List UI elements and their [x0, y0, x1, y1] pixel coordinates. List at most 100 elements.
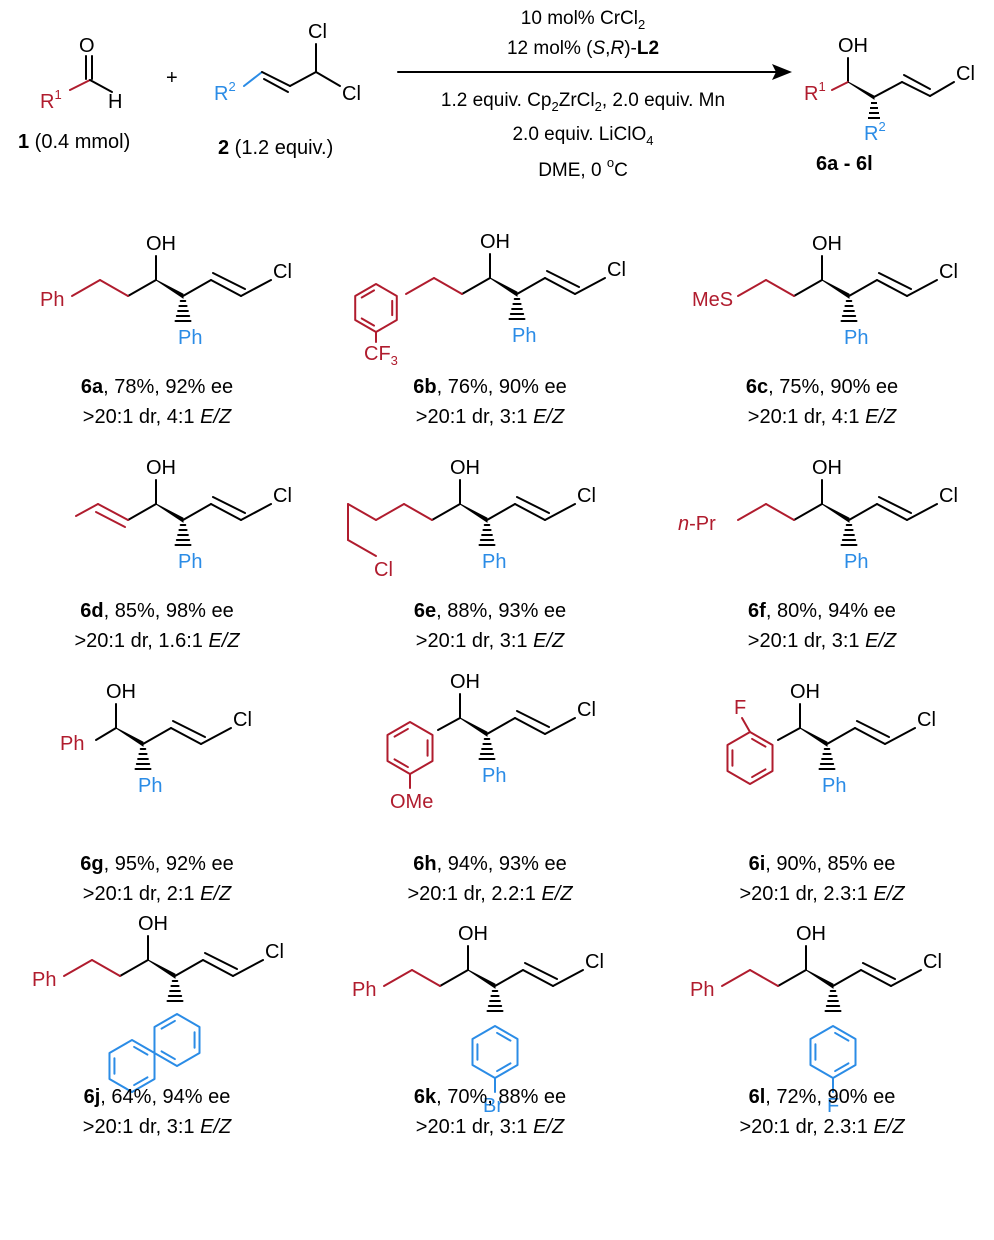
bond [232, 959, 264, 977]
bond [240, 279, 272, 297]
bromo-label: Br [483, 1095, 503, 1117]
atom-chlorine: Cl [607, 259, 626, 281]
bond [524, 962, 558, 980]
bond [496, 1062, 512, 1073]
hydroxyl-label: OH [838, 35, 868, 57]
caption-selectivity: >20:1 dr, 3:1 E/Z [416, 630, 565, 652]
bond [437, 717, 461, 731]
atom-chlorine: Cl [273, 261, 292, 283]
benzene-ring [354, 283, 398, 333]
benzene-ring [108, 1039, 156, 1093]
caption-yield: 6g, 95%, 92% ee [80, 853, 233, 875]
wedge-bond [467, 969, 496, 989]
reaction-conditions: 10 mol% CrCl2 12 mol% (S,R)-L2 1.2 equiv… [441, 8, 725, 181]
trifluoromethyl-label: CF3 [364, 343, 398, 368]
bond [793, 503, 823, 521]
wedge-bond [459, 503, 488, 523]
bond [862, 962, 896, 980]
bond [75, 503, 99, 517]
atom-chlorine: Cl [917, 709, 936, 731]
wedge-bond [805, 969, 834, 989]
bond [721, 969, 751, 987]
bond [552, 969, 584, 987]
propyl-label: n-Pr [678, 513, 716, 535]
caption-selectivity: >20:1 dr, 2.3:1 E/Z [739, 1116, 905, 1138]
wedge-bond [459, 717, 488, 737]
bond [375, 503, 405, 521]
caption-yield: 6e, 88%, 93% ee [414, 600, 566, 622]
bond [741, 717, 751, 733]
condition-line-4: 2.0 equiv. LiClO4 [512, 124, 653, 148]
bond [884, 727, 916, 745]
hydroxyl-label: OH [450, 671, 480, 693]
caption-yield: 6h, 94%, 93% ee [413, 853, 566, 875]
bond [91, 959, 121, 977]
bond [848, 503, 878, 521]
hydroxyl-label: OH [796, 923, 826, 945]
caption-yield: 6c, 75%, 90% ee [746, 376, 898, 398]
bond [544, 277, 576, 295]
wedge-bond [155, 503, 184, 523]
caption-6d: 6d, 85%, 98% ee>20:1 dr, 1.6:1 E/Z [74, 600, 240, 652]
bond [749, 969, 779, 987]
condition-line-3: 1.2 equiv. Cp2ZrCl2, 2.0 equiv. Mn [441, 90, 725, 114]
bond [210, 503, 242, 521]
bond [876, 503, 908, 521]
wedge-bond [155, 279, 184, 299]
bond [405, 277, 435, 295]
bond [751, 737, 767, 748]
reagent-dichloride: R2 Cl Cl 2 (1.2 equiv.) [214, 21, 361, 159]
phenyl-r2-label: Ph [178, 551, 202, 573]
bond [393, 758, 409, 769]
fluoro-r1-label: F [734, 697, 746, 719]
atom-chlorine: Cl [939, 261, 958, 283]
atom-oxygen: O [79, 35, 95, 57]
atom-chlorine: Cl [939, 485, 958, 507]
atom-chlorine: Cl [265, 941, 284, 963]
bond [906, 503, 938, 521]
caption-yield: 6b, 76%, 90% ee [413, 376, 566, 398]
bond [360, 317, 376, 327]
bond [133, 1076, 149, 1087]
bond [544, 503, 576, 521]
bond [832, 969, 862, 987]
wedge-bond [115, 727, 144, 747]
phenyl-r2-label: Ph [138, 775, 162, 797]
phenyl-r2-label: Ph [822, 775, 846, 797]
bond [240, 503, 272, 521]
bond [383, 969, 413, 987]
bond [496, 1031, 512, 1042]
caption-yield: 6i, 90%, 85% ee [749, 853, 896, 875]
phenyl-r2-label: Ph [512, 325, 536, 347]
hydroxyl-label: OH [480, 231, 510, 253]
caption-selectivity: >20:1 dr, 2:1 E/Z [83, 883, 232, 905]
bond [431, 503, 461, 521]
bond [97, 503, 129, 521]
caption-6l: 6l, 72%, 90% ee>20:1 dr, 2.3:1 E/Z [739, 1086, 905, 1138]
bond [160, 1050, 176, 1061]
bond [522, 969, 554, 987]
bond [95, 727, 117, 741]
caption-6b: 6b, 76%, 90% ee>20:1 dr, 3:1 E/Z [413, 376, 566, 428]
bond [95, 511, 126, 528]
caption-6j: 6j, 64%, 94% ee>20:1 dr, 3:1 E/Z [83, 1086, 232, 1138]
phenyl-r2-label: Ph [178, 327, 202, 349]
general-product: OH Cl R1 R2 6a - 6l [804, 35, 975, 175]
fluoro-r2-label: F [827, 1095, 839, 1117]
hydroxyl-label: OH [458, 923, 488, 945]
bond [878, 272, 912, 290]
phenyl-r1-label: Ph [690, 979, 714, 1001]
bond [737, 503, 767, 521]
bond [793, 279, 823, 297]
caption-6c: 6c, 75%, 90% ee>20:1 dr, 4:1 E/Z [746, 376, 898, 428]
bond [514, 503, 546, 521]
bond [127, 279, 157, 297]
bond [854, 727, 886, 745]
caption-yield: 6a, 78%, 92% ee [81, 376, 233, 398]
bond [494, 969, 524, 987]
bond [834, 1031, 850, 1042]
r2-group: R2 [864, 119, 886, 145]
